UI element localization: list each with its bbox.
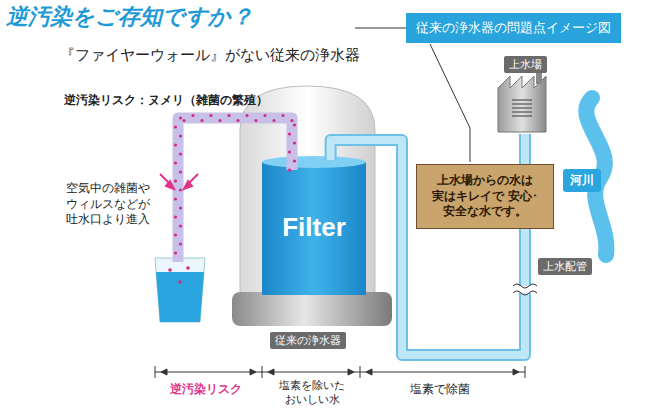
note-text: 空気中の雑菌や ウィルスなどが 吐水口より進入 (66, 181, 158, 228)
drawing-part (262, 366, 263, 378)
drawing-part (168, 268, 172, 272)
drawing-part (348, 369, 354, 375)
drawing-part (512, 111, 532, 112)
drawing-part (430, 44, 470, 162)
drawing-part (160, 174, 198, 189)
drawing-part (179, 134, 182, 137)
drawing-part (254, 119, 257, 122)
drawing-part (262, 156, 366, 168)
drawing-part (179, 170, 182, 173)
filter-tank: Filter (262, 160, 366, 295)
drawing-part (236, 119, 239, 122)
drawing-part (174, 215, 177, 218)
risk-label: 逆汚染リスク：ヌメリ（雑菌の繁殖） (64, 92, 268, 109)
drawing-part (174, 161, 177, 164)
drawing-part (512, 100, 532, 116)
note-box: 上水場からの水は 実はキレイで 安心･安全な水です。 (416, 164, 554, 229)
drawing-part (174, 251, 177, 254)
pipe-tag: 上水配管 (538, 258, 592, 275)
span-label: 塩素を除いた おいしい水 (270, 379, 354, 407)
drawing-part (156, 272, 204, 322)
drawing-part (288, 132, 291, 135)
drawing-part (186, 266, 190, 270)
drawing-part (174, 197, 177, 200)
drawing-part (179, 224, 182, 227)
node-text: 上水場 (504, 56, 547, 73)
drawing-part (232, 292, 392, 326)
drawing-part (174, 125, 177, 128)
drawing-part (200, 119, 203, 122)
drawing-part (155, 372, 525, 373)
drawing-part (525, 366, 526, 378)
drawing-part (179, 116, 182, 119)
span-label: 逆汚染リスク (170, 381, 242, 398)
drawing-part (179, 242, 182, 245)
drawing-part (366, 369, 372, 375)
drawing-part (178, 280, 182, 284)
drawing-part (513, 284, 537, 288)
drawing-part (182, 119, 185, 122)
drawing-part (174, 143, 177, 146)
product-tag: 従来の浄水器 (270, 332, 346, 349)
drawing-part (155, 366, 525, 378)
drawing-part (272, 119, 275, 122)
drawing-part (290, 119, 293, 122)
water-plant: 上水場 (492, 56, 558, 134)
drawing-part (512, 99, 532, 100)
header-box: 従来の浄水器の問題点イメージ図 (406, 13, 621, 43)
drawing-part (360, 366, 361, 378)
drawing-part (168, 114, 296, 284)
drawing-part (227, 114, 230, 117)
drawing-part (516, 286, 534, 293)
drawing-part (263, 114, 266, 117)
page-title: 逆汚染をご存知ですか？ (6, 2, 253, 32)
span-label: 塩素で除菌 (410, 381, 470, 398)
river-tag: 河川 (563, 169, 601, 192)
drawing-part (355, 28, 406, 29)
drawing-part (293, 123, 296, 126)
drawing-part (155, 366, 156, 378)
drawing-part (288, 168, 291, 171)
drawing-part (161, 369, 167, 375)
node-text: 河川 (570, 172, 594, 189)
subtitle: 『ファイヤーウォール』がない従来の浄水器 (60, 46, 360, 65)
drawing-part (174, 233, 177, 236)
drawing-part (293, 141, 296, 144)
drawing-part (209, 114, 212, 117)
drawing-part (512, 115, 532, 116)
drawing-part (250, 369, 256, 375)
drawing-part (155, 258, 205, 322)
drawing-part (245, 114, 248, 117)
drawing-part (293, 159, 296, 162)
drawing-part (179, 152, 182, 155)
drawing-part (174, 179, 177, 182)
drawing-part (513, 291, 537, 295)
node-text: 従来の浄水器の問題点イメージ図 (416, 19, 611, 37)
drawing-part (179, 188, 182, 191)
node-text: 上水場からの水は 実はキレイで 安心･安全な水です。 (423, 173, 547, 220)
drawing-part (288, 150, 291, 153)
drawing-part (184, 181, 192, 189)
drawing-part (178, 118, 292, 262)
drawing-part (262, 162, 366, 295)
drawing-part (513, 369, 519, 375)
drawing-part (268, 369, 274, 375)
drawing-part (281, 114, 284, 117)
node-text: Filter (282, 212, 346, 243)
drawing-part (498, 76, 546, 132)
drawing-part (191, 114, 194, 117)
drawing-part (218, 119, 221, 122)
drawing-part (166, 181, 174, 189)
drawing-part (179, 206, 182, 209)
drawing-part (512, 103, 532, 104)
drawing-part (512, 107, 532, 108)
